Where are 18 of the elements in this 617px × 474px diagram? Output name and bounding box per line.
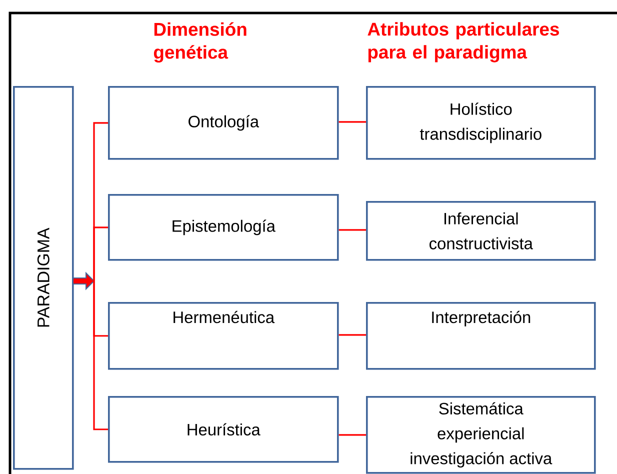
text-box: Epistemología <box>108 194 339 261</box>
text-box: Inferencial constructivista <box>366 200 596 261</box>
connector-line <box>93 280 108 430</box>
block-arrow <box>72 272 95 290</box>
column-heading: Dimensión genética <box>154 22 246 63</box>
connector-line <box>338 229 366 231</box>
text-box: Sistemática experiencial investigación activa <box>366 396 596 474</box>
connector-line <box>338 434 366 436</box>
text-box: Heurística <box>108 396 339 463</box>
connector-line <box>338 121 366 123</box>
connector-line <box>338 334 366 336</box>
text-box: PARADIGMA <box>13 86 74 470</box>
text-box: Ontología <box>108 86 339 160</box>
connector-line <box>93 226 108 281</box>
column-heading: Atributos particulares para el paradigma <box>368 22 559 62</box>
text-box: Interpretación <box>366 302 596 370</box>
text-box: Hermenéutica <box>108 302 339 370</box>
text-box: Holístico transdisciplinario <box>366 86 596 160</box>
